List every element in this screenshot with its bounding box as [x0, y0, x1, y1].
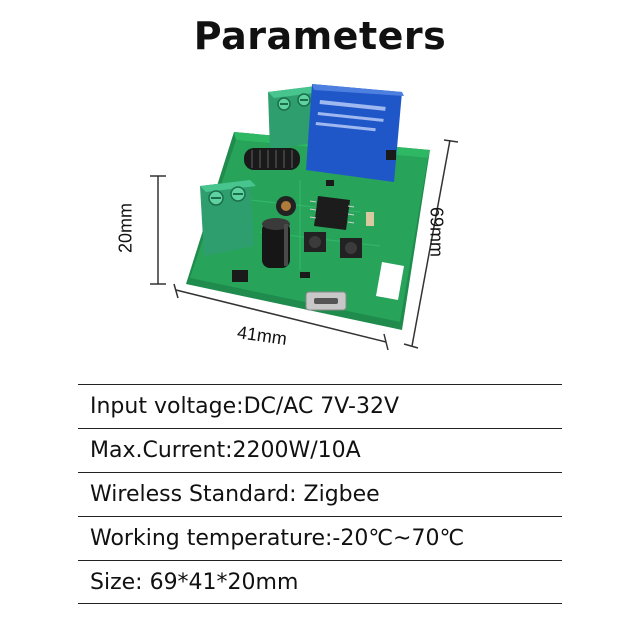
dimension-lines: [150, 139, 459, 351]
relay-module-image: [150, 84, 459, 351]
capacitor: [262, 218, 290, 268]
push-buttons: [304, 232, 362, 258]
param-input-voltage: Input voltage:DC/AC 7V-32V: [78, 384, 562, 428]
parameters-table: Input voltage:DC/AC 7V-32V Max.Current:2…: [78, 384, 562, 604]
length-dimension-label: 69mm: [426, 206, 447, 258]
antenna-coil: [244, 148, 300, 170]
param-size: Size: 69*41*20mm: [78, 560, 562, 604]
param-working-temperature: Working temperature:-20℃~70℃: [78, 516, 562, 560]
smd-components: [232, 150, 396, 282]
screw-terminal-top: [268, 86, 322, 150]
relay: [306, 84, 404, 182]
usb-port: [305, 291, 347, 311]
page-title: Parameters: [193, 14, 447, 58]
chip: [309, 196, 355, 230]
inductor: [276, 196, 296, 216]
screw-terminal-left: [200, 180, 256, 256]
param-max-current: Max.Current:2200W/10A: [78, 428, 562, 472]
height-dimension-label: 20mm: [115, 202, 136, 254]
param-wireless-standard: Wireless Standard: Zigbee: [78, 472, 562, 516]
